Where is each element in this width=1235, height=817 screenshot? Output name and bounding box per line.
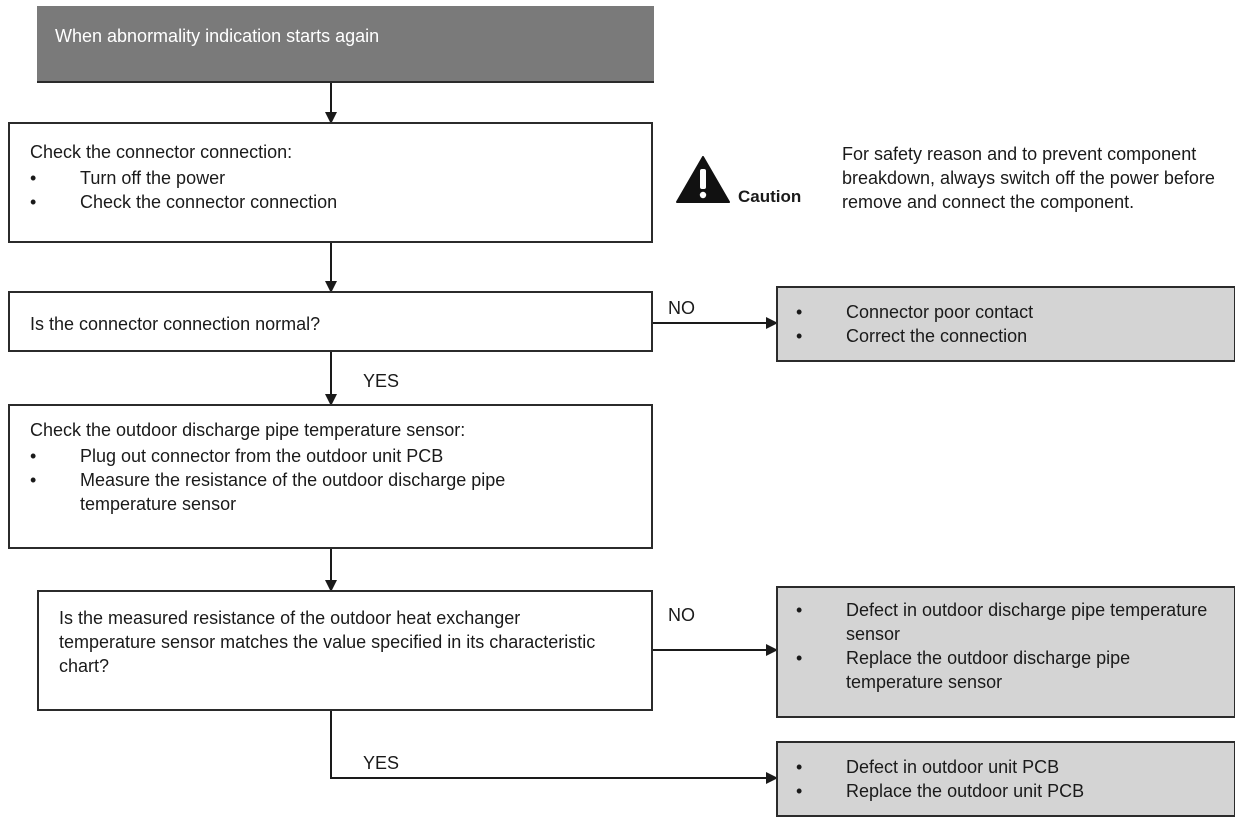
step2-box: Check the outdoor discharge pipe tempera… (8, 404, 653, 549)
step2-bullet-list: Plug out connector from the outdoor unit… (30, 444, 590, 516)
step2-bullet: Plug out connector from the outdoor unit… (30, 444, 590, 468)
decision2-yes-result-box: Defect in outdoor unit PCB Replace the o… (776, 741, 1235, 817)
result-bullet: Replace the outdoor discharge pipe tempe… (796, 646, 1216, 694)
result-bullet: Replace the outdoor unit PCB (796, 779, 1084, 803)
result-bullet: Correct the connection (796, 324, 1033, 348)
step1-title: Check the connector connection: (30, 142, 293, 162)
result-bullet: Defect in outdoor discharge pipe tempera… (796, 598, 1216, 646)
step2-title: Check the outdoor discharge pipe tempera… (30, 420, 466, 440)
result-bullet: Connector poor contact (796, 300, 1033, 324)
decision2-yes-result-list: Defect in outdoor unit PCB Replace the o… (796, 755, 1084, 803)
decision1-no-result-list: Connector poor contact Correct the conne… (796, 300, 1033, 348)
arrow-decision2-yes (330, 710, 778, 784)
decision1-question: Is the connector connection normal? (30, 314, 321, 334)
step1-bullet: Turn off the power (30, 166, 337, 190)
decision1-yes-label: YES (363, 371, 400, 391)
step1-bullet: Check the connector connection (30, 190, 337, 214)
warning-triangle-icon (676, 156, 730, 203)
decision2-no-result-list: Defect in outdoor discharge pipe tempera… (796, 598, 1216, 694)
decision2-box: Is the measured resistance of the outdoo… (37, 590, 653, 711)
decision2-no-label: NO (668, 605, 695, 625)
decision1-no-label: NO (668, 298, 695, 318)
decision1-box: Is the connector connection normal? (8, 291, 653, 352)
start-text: When abnormality indication starts again (55, 26, 380, 46)
caution-text: For safety reason and to prevent compone… (842, 144, 1215, 212)
step1-box: Check the connector connection: Turn off… (8, 122, 653, 243)
step1-bullet-list: Turn off the power Check the connector c… (30, 166, 337, 214)
caution-label: Caution (738, 187, 802, 206)
decision2-yes-label: YES (363, 753, 400, 773)
result-bullet: Defect in outdoor unit PCB (796, 755, 1084, 779)
decision2-no-result-box: Defect in outdoor discharge pipe tempera… (776, 586, 1235, 718)
decision2-question: Is the measured resistance of the outdoo… (59, 608, 596, 676)
decision1-no-result-box: Connector poor contact Correct the conne… (776, 286, 1235, 362)
start-box: When abnormality indication starts again (37, 6, 654, 83)
step2-bullet: Measure the resistance of the outdoor di… (30, 468, 590, 516)
